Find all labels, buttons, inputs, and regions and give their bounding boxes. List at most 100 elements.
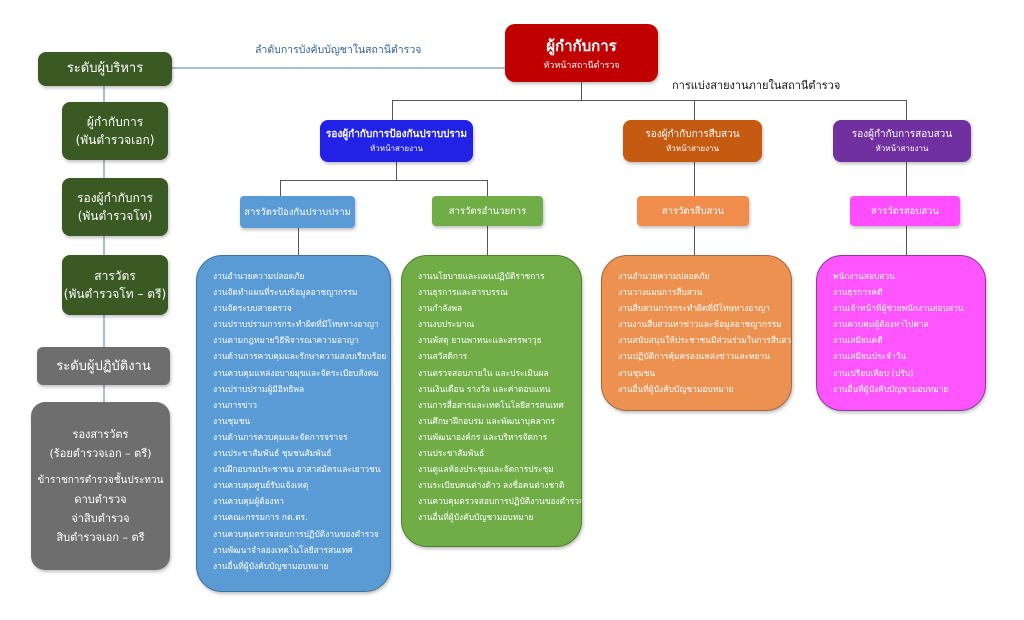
task-item: งานควบคุมแหล่งอบายมุขและจัดระเบียบสังคม xyxy=(213,367,379,378)
exec-level-label: ระดับผู้บริหาร xyxy=(66,61,144,76)
task-item: งานควบคุมตรวจสอบการปฏิบัติงานของตำรวจ xyxy=(418,496,581,507)
task-item: งานตรวจสอบภายใน และประเมินผล xyxy=(418,367,549,378)
task-item: งานดูแลห้องประชุมและจัดการประชุม xyxy=(418,464,554,475)
task-item: งานจัดระบบสายตรวจ xyxy=(213,303,292,314)
inspector-box-prevention: สารวัตรป้องกันปราบปราม xyxy=(240,196,355,228)
head-box: ผู้กำกับการ หัวหน้าสถานีตำรวจ xyxy=(505,24,658,82)
task-item: งานสวัสดิการ xyxy=(418,351,468,362)
task-item: พนักงานสอบสวน xyxy=(833,271,895,281)
connector xyxy=(396,162,397,180)
task-item: งานฝึกอบรมประชาชน อาสาสมัครและเยาวชน xyxy=(213,464,381,475)
task-item: งานสืบสวนการกระทำผิดที่มีโทษทางอาญา xyxy=(618,303,770,314)
rank-label: (พันตำรวจโท – ตรี) xyxy=(63,287,167,301)
task-item: งานชุมชน xyxy=(213,415,251,426)
task-item: งานเสมียนคดี xyxy=(833,335,883,346)
deputy-title: รองผู้กำกับการป้องกันปราบปราม xyxy=(326,129,467,140)
task-item: งานพัฒนาองค์กร และบริหารจัดการ xyxy=(418,431,548,442)
task-item: งานงานสืบสวนหาข่าวและข้อมูลอาชญากรรม xyxy=(618,319,782,330)
task-list-admin: งานนโยบายและแผนปฏิบัติราชการงานธุรการและ… xyxy=(401,255,582,547)
task-item: งานการสื่อสารและเทคโนโลยีสารสนเทศ xyxy=(418,399,564,410)
operator-line: ข้าราชการตำรวจชั้นประทวน xyxy=(37,475,164,486)
connector xyxy=(392,100,907,101)
deputy-title: รองผู้กำกับการสืบสวน xyxy=(645,129,740,140)
task-list-investigation: งานอำนวยความปลอดภัยงานวางแผนการสืบสวนงาน… xyxy=(601,255,792,411)
deputy-title: รองผู้กำกับการสอบสวน xyxy=(851,129,953,140)
connector xyxy=(906,162,907,196)
task-item: งานเจ้าหน้าที่ผู้ช่วยพนักงานสอบสวน xyxy=(833,303,964,314)
task-item: งานระเบียบคนต่างด้าว ลงชื่อคนต่างชาติ xyxy=(418,480,565,491)
task-item: งานเสมียนประจำวัน xyxy=(833,351,906,362)
task-item: งานด้านการควบคุมและรักษาความสงบเรียบร้อย xyxy=(213,351,387,362)
task-item: งานคณะกรรมการ กต.ตร. xyxy=(213,512,308,523)
task-item: งานปฏิบัติการคุ้มครองแหล่งข่าวและพยาน xyxy=(618,351,770,362)
task-item: งานพัฒนาจำลองเทคโนโลยีสารสนเทศ xyxy=(213,544,353,555)
task-item: งานอำนวยความปลอดภัย xyxy=(213,271,305,281)
connector xyxy=(392,100,393,120)
division-label: การแบ่งสายงานภายในสถานีตำรวจ xyxy=(672,79,841,92)
deputy-subtitle: หัวหน้าสายงาน xyxy=(666,144,719,153)
inspector-box-inquiry: สารวัตรสอบสวน xyxy=(850,196,960,226)
task-item: งานปราบปรามการกระทำผิดที่มีโทษทางอาญา xyxy=(213,319,379,330)
task-item: งานควบคุมผู้ต้องหา xyxy=(213,496,284,507)
inspector-label: สารวัตรอำนวยการ xyxy=(448,205,527,217)
connector xyxy=(906,226,907,255)
task-item: งานเปรียบเทียบ (ปรับ) xyxy=(833,367,914,378)
connector xyxy=(487,226,488,255)
exec-level-box: ระดับผู้บริหาร xyxy=(38,52,172,86)
operator-level-box: ระดับผู้ปฏิบัติงาน xyxy=(37,347,170,385)
connector xyxy=(298,228,299,255)
connector xyxy=(694,162,695,196)
rank-title: รองผู้กำกับการ xyxy=(77,191,153,205)
task-item: งานตามกฎหมายวิธีพิจารณาความอาญา xyxy=(213,335,359,346)
deputy-subtitle: หัวหน้าสายงาน xyxy=(370,144,423,153)
task-item: งานควบคุมผู้ต้องหาไปศาล xyxy=(833,319,929,330)
task-item: งานนโยบายและแผนปฏิบัติราชการ xyxy=(418,271,545,281)
connector xyxy=(581,82,582,100)
left-connector xyxy=(103,86,105,406)
chain-label: ลำดับการบังคับบัญชาในสถานีตำรวจ xyxy=(255,44,422,56)
deputy-box-investigation: รองผู้กำกับการสืบสวนหัวหน้าสายงาน xyxy=(623,120,762,162)
task-item: งานธุรการคดี xyxy=(833,287,883,298)
task-item: งานชุมชน xyxy=(618,367,656,378)
chain-connector xyxy=(172,67,505,69)
deputy-subtitle: หัวหน้าสายงาน xyxy=(875,144,929,153)
rank-box-inspector: สารวัตร (พันตำรวจโท – ตรี) xyxy=(62,255,168,315)
connector xyxy=(906,100,907,120)
connector xyxy=(280,180,281,196)
head-title: ผู้กำกับการ xyxy=(546,37,617,55)
task-item: งานงบประมาณ xyxy=(418,319,475,330)
task-list-inquiry: พนักงานสอบสวนงานธุรการคดีงานเจ้าหน้าที่ผ… xyxy=(816,255,986,411)
task-item: งานปราบปรามผู้มีอิทธิพล xyxy=(213,383,305,394)
task-item: งานควบคุมศูนย์รับแจ้งเหตุ xyxy=(213,480,309,491)
task-item: งานเงินเดือน รางวัล และค่าตอบแทน xyxy=(418,383,551,394)
rank-label: (พันตำรวจโท) xyxy=(77,209,153,223)
task-item: งานพัสดุ ยานพาหนะและสรรพาวุธ xyxy=(418,335,542,346)
rank-title: สารวัตร xyxy=(94,269,136,283)
operator-line: ดาบตำรวจ xyxy=(74,493,127,506)
task-item: งานควบคุมตรวจสอบการปฏิบัติงานของตำรวจ xyxy=(213,528,379,539)
task-item: งานการข่าว xyxy=(213,399,257,410)
task-item: งานวางแผนการสืบสวน xyxy=(618,287,703,298)
task-item: งานอื่นที่ผู้บังคับบัญชามอบหมาย xyxy=(618,383,734,394)
connector xyxy=(694,226,695,255)
operator-line: (ร้อยตำรวจเอก – ตรี) xyxy=(49,447,152,460)
deputy-box-prevention: รองผู้กำกับการป้องกันปราบปรามหัวหน้าสายง… xyxy=(320,120,473,162)
inspector-box-admin: สารวัตรอำนวยการ xyxy=(432,196,543,226)
rank-box-superintendent: ผู้กำกับการ(พันตำรวจเอก) xyxy=(62,102,168,160)
task-item: งานอำนวยความปลอดภัย xyxy=(618,271,710,281)
task-item: งานอื่นที่ผู้บังคับบัญชามอบหมาย xyxy=(213,560,329,571)
task-item: งานด้านการควบคุมและจัดการจราจร xyxy=(213,431,348,442)
operator-line: จ่าสิบตำรวจ xyxy=(71,512,130,525)
task-item: งานจัดทำแผนที่ระบบข้อมูลอาชญากรรม xyxy=(213,287,358,298)
inspector-box-investigation: สารวัตรสืบสวน xyxy=(637,196,749,226)
deputy-box-inquiry: รองผู้กำกับการสอบสวนหัวหน้าสายงาน xyxy=(833,120,971,162)
task-item: งานธุรการและสารบรรณ xyxy=(418,287,508,298)
rank-label: (พันตำรวจเอก) xyxy=(75,133,155,147)
inspector-label: สารวัตรสอบสวน xyxy=(870,205,939,217)
task-item: งานประชาสัมพันธ์ ชุมชนสัมพันธ์ xyxy=(213,448,332,459)
connector xyxy=(694,100,695,120)
operator-line: สิบตำรวจเอก – ตรี xyxy=(56,531,145,544)
task-item: งานสนับสนุนให้ประชาชนมีส่วนร่วมในการสืบส… xyxy=(618,335,791,346)
task-item: งานอื่นที่ผู้บังคับบัญชามอบหมาย xyxy=(833,383,949,394)
